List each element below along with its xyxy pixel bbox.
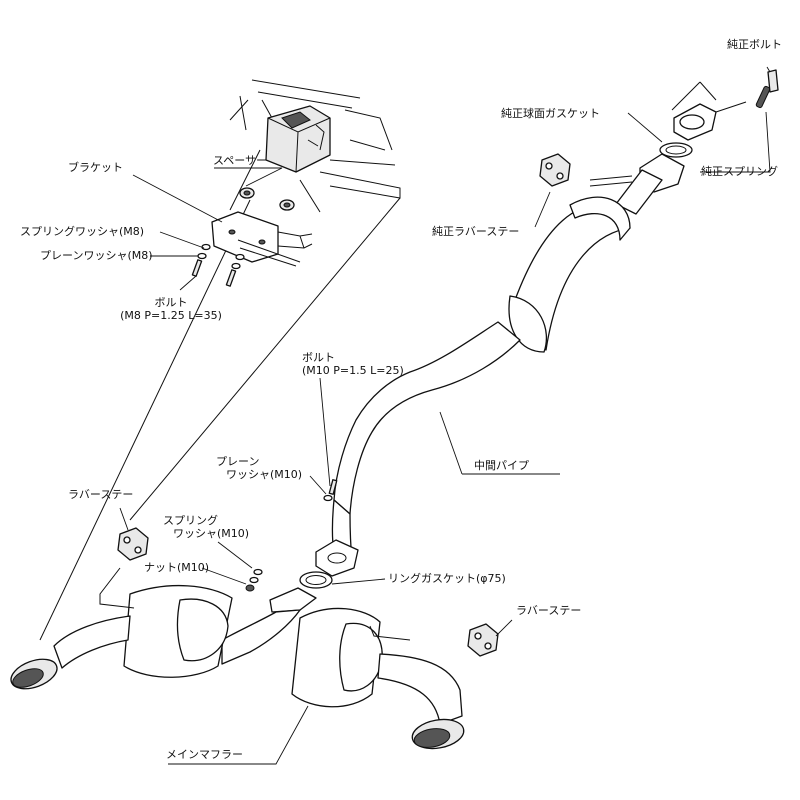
label-oem-rubber-stay: 純正ラバーステー [432, 225, 520, 238]
mid-pipe-flange [315, 539, 359, 577]
label-bolt-m10: ボルト (M10 P=1.5 L=25) [302, 351, 404, 377]
tail-pipe-right [377, 653, 463, 725]
label-bolt-m8-spec: (M8 P=1.25 L=35) [120, 309, 222, 322]
m10-hardware [245, 479, 338, 592]
label-spring-washer-m10: スプリング ワッシャ(M10) [163, 514, 249, 540]
label-oem-bolt: 純正ボルト [727, 38, 782, 51]
mid-pipe-assembly [315, 169, 663, 577]
label-mid-pipe: 中間パイプ [474, 459, 529, 472]
label-bolt-m8: ボルト (M8 P=1.25 L=35) [116, 296, 226, 322]
ring-gasket-part [299, 571, 333, 589]
label-rubber-stay-right: ラバーステー [516, 604, 582, 617]
oem-spring [755, 85, 771, 109]
label-rubber-stay-left: ラバーステー [68, 488, 134, 501]
vehicle-body-detail [39, 79, 401, 641]
label-spacer: スペーサー [213, 154, 268, 167]
label-bolt-m10-name: ボルト [302, 351, 335, 364]
label-spring-washer-m10-line1: スプリング [163, 514, 218, 527]
rubber-stay-parts [117, 527, 499, 657]
main-muffler-assembly [10, 567, 465, 750]
label-main-muffler: メインマフラー [166, 748, 243, 761]
label-plain-washer-m10-line2: ワッシャ(M10) [226, 468, 303, 481]
leader-lines [119, 66, 771, 765]
oem-spherical-gasket [659, 142, 693, 158]
m8-hardware [191, 243, 245, 287]
label-ring-gasket: リングガスケット(φ75) [388, 572, 506, 585]
rubber-stay-left [117, 527, 149, 561]
label-plain-washer-m10: プレーン ワッシャ(M10) [216, 455, 302, 481]
label-oem-spring: 純正スプリング [701, 165, 778, 178]
oem-rubber-stay-part [539, 153, 571, 187]
label-spring-washer-m8: スプリングワッシャ(M8) [20, 225, 145, 238]
label-bolt-m10-spec: (M10 P=1.5 L=25) [302, 364, 404, 377]
label-plain-washer-m8: プレーンワッシャ(M8) [40, 249, 153, 262]
label-bolt-m8-name: ボルト [154, 296, 188, 309]
hanger-top [281, 111, 311, 129]
label-nut-m10: ナット(M10) [144, 561, 210, 574]
label-plain-washer-m10-line1: プレーン [216, 455, 260, 468]
tail-pipe-left [53, 615, 131, 669]
label-bracket: ブラケット [68, 161, 123, 174]
bracket-part [211, 211, 313, 267]
oem-bolt [767, 69, 779, 93]
connector-pipe [221, 609, 301, 665]
spacer-parts [239, 187, 295, 211]
rubber-stay-right [467, 623, 499, 657]
label-oem-spherical-gasket: 純正球面ガスケット [501, 107, 600, 120]
label-spring-washer-m10-line2: ワッシャ(M10) [173, 527, 250, 540]
